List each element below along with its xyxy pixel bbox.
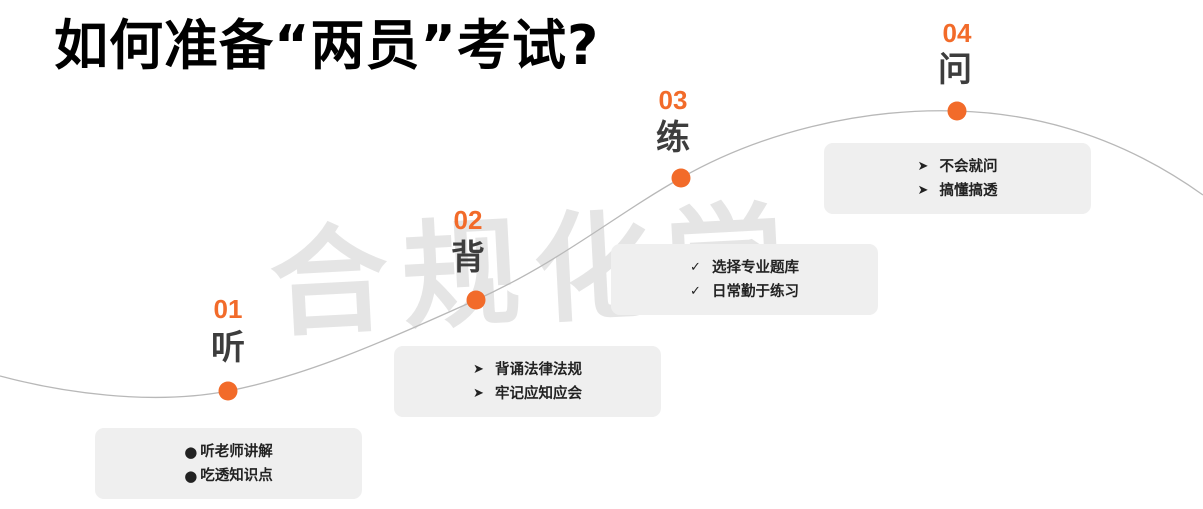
step-3-box: ✓选择专业题库 ✓日常勤于练习 bbox=[611, 244, 878, 315]
step-4-label: 问 bbox=[938, 50, 972, 90]
step-4-dot bbox=[947, 101, 967, 121]
step-4-box: ➤不会就问 ➤搞懂搞透 bbox=[824, 143, 1091, 214]
arrow-icon: ➤ bbox=[917, 182, 929, 198]
list-item: ➤不会就问 bbox=[918, 155, 998, 179]
step-2-number: 02 bbox=[453, 205, 483, 235]
bullet-icon: ● bbox=[184, 466, 198, 485]
arrow-icon: ➤ bbox=[917, 158, 929, 174]
step-3-number: 03 bbox=[658, 85, 688, 115]
step-2-dot bbox=[466, 290, 486, 310]
list-item: ●听老师讲解 bbox=[184, 440, 273, 464]
list-item: ✓日常勤于练习 bbox=[690, 280, 799, 304]
step-2-label: 背 bbox=[451, 238, 485, 278]
step-1-box: ●听老师讲解 ●吃透知识点 bbox=[95, 428, 362, 499]
list-item: ✓选择专业题库 bbox=[690, 256, 799, 280]
check-icon: ✓ bbox=[690, 259, 701, 275]
step-2-box: ➤背诵法律法规 ➤牢记应知应会 bbox=[394, 346, 661, 417]
step-3-dot bbox=[671, 168, 691, 188]
step-1-label: 听 bbox=[211, 328, 245, 368]
arrow-icon: ➤ bbox=[473, 361, 484, 377]
list-item: ➤牢记应知应会 bbox=[473, 382, 582, 406]
list-item: ➤搞懂搞透 bbox=[918, 179, 998, 203]
check-icon: ✓ bbox=[690, 283, 701, 299]
list-item: ●吃透知识点 bbox=[184, 464, 273, 488]
bullet-icon: ● bbox=[184, 442, 198, 461]
step-1-number: 01 bbox=[213, 294, 243, 324]
arrow-icon: ➤ bbox=[473, 385, 484, 401]
step-1-dot bbox=[218, 381, 238, 401]
page-title: 如何准备“两员”考试? bbox=[54, 14, 600, 77]
step-4-number: 04 bbox=[942, 18, 972, 48]
step-3-label: 练 bbox=[656, 118, 690, 158]
list-item: ➤背诵法律法规 bbox=[473, 358, 582, 382]
